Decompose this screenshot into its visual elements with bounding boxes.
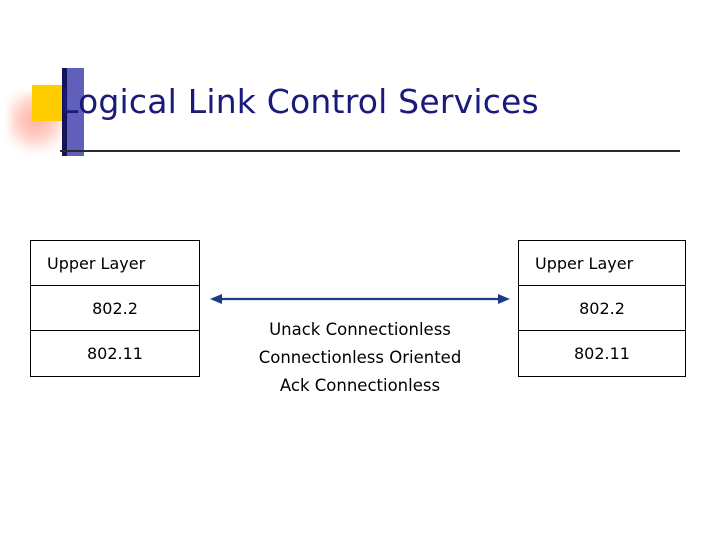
service-line-2: Connectionless Oriented	[258, 348, 462, 367]
right-cell-802-11: 802.11	[574, 344, 630, 363]
left-protocol-stack: Upper Layer 802.2 802.11	[30, 240, 200, 377]
llc-service-list: Unack Connectionless Connectionless Orie…	[206, 316, 514, 400]
service-line-3: Ack Connectionless	[279, 376, 441, 395]
left-cell-upper-layer: Upper Layer	[31, 241, 199, 286]
title-underline-rule	[60, 150, 680, 152]
left-cell-802-2: 802.2	[31, 286, 199, 331]
service-line-1: Unack Connectionless	[269, 320, 451, 339]
right-cell-802-2: 802.2	[519, 286, 685, 331]
right-protocol-stack: Upper Layer 802.2 802.11	[518, 240, 686, 377]
right-cell-upper-layer: Upper Layer	[519, 241, 685, 286]
left-cell-802-11: 802.11	[87, 344, 143, 363]
double-headed-arrow-icon	[210, 288, 510, 310]
slide-title: Logical Link Control Services	[60, 82, 539, 121]
